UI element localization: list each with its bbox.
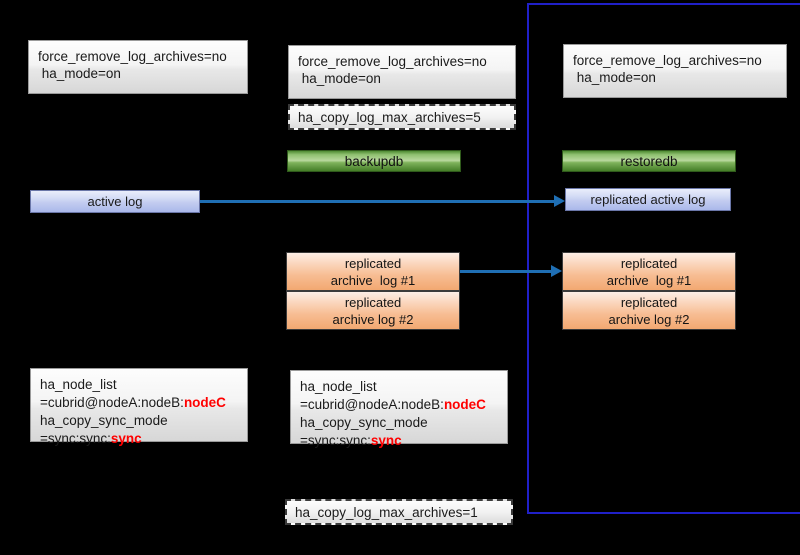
archive-middle-1-line1: replicated (344, 255, 402, 271)
archive-log-arrow-line (460, 270, 552, 273)
config-middle-line2: ha_mode=on (298, 71, 381, 86)
node-list-box-middle: ha_node_list =cubrid@nodeA:nodeB:nodeC h… (290, 370, 508, 448)
backupdb-label: backupdb (344, 153, 404, 169)
node-list-left-line2-prefix: =cubrid@nodeA:nodeB: (40, 395, 184, 410)
node-list-middle-line1: ha_node_list (300, 379, 377, 394)
node-list-left-line3: ha_copy_sync_mode (40, 413, 168, 428)
max-archives-box-middle: ha_copy_log_max_archives=5 (288, 104, 516, 130)
config-left-line1: force_remove_log_archives=no (38, 49, 227, 64)
config-box-right: force_remove_log_archives=no ha_mode=on (563, 44, 787, 98)
node-list-middle-line2-highlight: nodeC (443, 397, 486, 412)
node-list-left-line4-prefix: =sync:sync: (40, 431, 111, 446)
config-left-line2: ha_mode=on (38, 66, 121, 81)
config-middle-line1: force_remove_log_archives=no (298, 54, 487, 69)
active-log-box: active log (30, 190, 200, 213)
restoredb-button[interactable]: restoredb (562, 150, 736, 172)
archive-right-1-line1: replicated (620, 255, 678, 271)
node-list-middle-line2-prefix: =cubrid@nodeA:nodeB: (300, 397, 444, 412)
archive-log-arrow-head (551, 265, 562, 277)
archive-middle-2-line1: replicated (344, 294, 402, 310)
archive-right-2-line1: replicated (620, 294, 678, 310)
node-list-left-line4-highlight: sync (110, 431, 142, 446)
restoredb-label: restoredb (620, 153, 678, 169)
archive-right-1-line2: archive log #1 (606, 272, 692, 288)
archive-middle-2-line2: archive log #2 (332, 311, 414, 327)
node-list-middle-line3: ha_copy_sync_mode (300, 415, 428, 430)
archive-right-2-line2: archive log #2 (608, 311, 690, 327)
node-list-left-line2-highlight: nodeC (183, 395, 226, 410)
config-box-middle: force_remove_log_archives=no ha_mode=on (288, 45, 516, 99)
max-archives-middle-label: ha_copy_log_max_archives=5 (298, 109, 481, 125)
replicated-active-log-box: replicated active log (565, 188, 731, 211)
max-archives-box-bottom: ha_copy_log_max_archives=1 (285, 499, 513, 525)
backupdb-button[interactable]: backupdb (287, 150, 461, 172)
config-right-line2: ha_mode=on (573, 70, 656, 85)
active-log-label: active log (87, 194, 143, 209)
active-log-arrow-line (200, 200, 554, 203)
replicated-active-log-label: replicated active log (590, 192, 706, 207)
config-right-line1: force_remove_log_archives=no (573, 53, 762, 68)
active-log-arrow-head (554, 195, 565, 207)
node-list-middle-line4-prefix: =sync:sync: (300, 433, 371, 448)
replica-node-frame (527, 3, 800, 514)
node-list-middle-line4-highlight: sync (370, 433, 402, 448)
config-box-left: force_remove_log_archives=no ha_mode=on (28, 40, 248, 94)
archive-middle-1-line2: archive log #1 (330, 272, 416, 288)
node-list-left-line1: ha_node_list (40, 377, 117, 392)
max-archives-bottom-label: ha_copy_log_max_archives=1 (295, 504, 478, 520)
node-list-box-left: ha_node_list =cubrid@nodeA:nodeB:nodeC h… (30, 368, 248, 446)
